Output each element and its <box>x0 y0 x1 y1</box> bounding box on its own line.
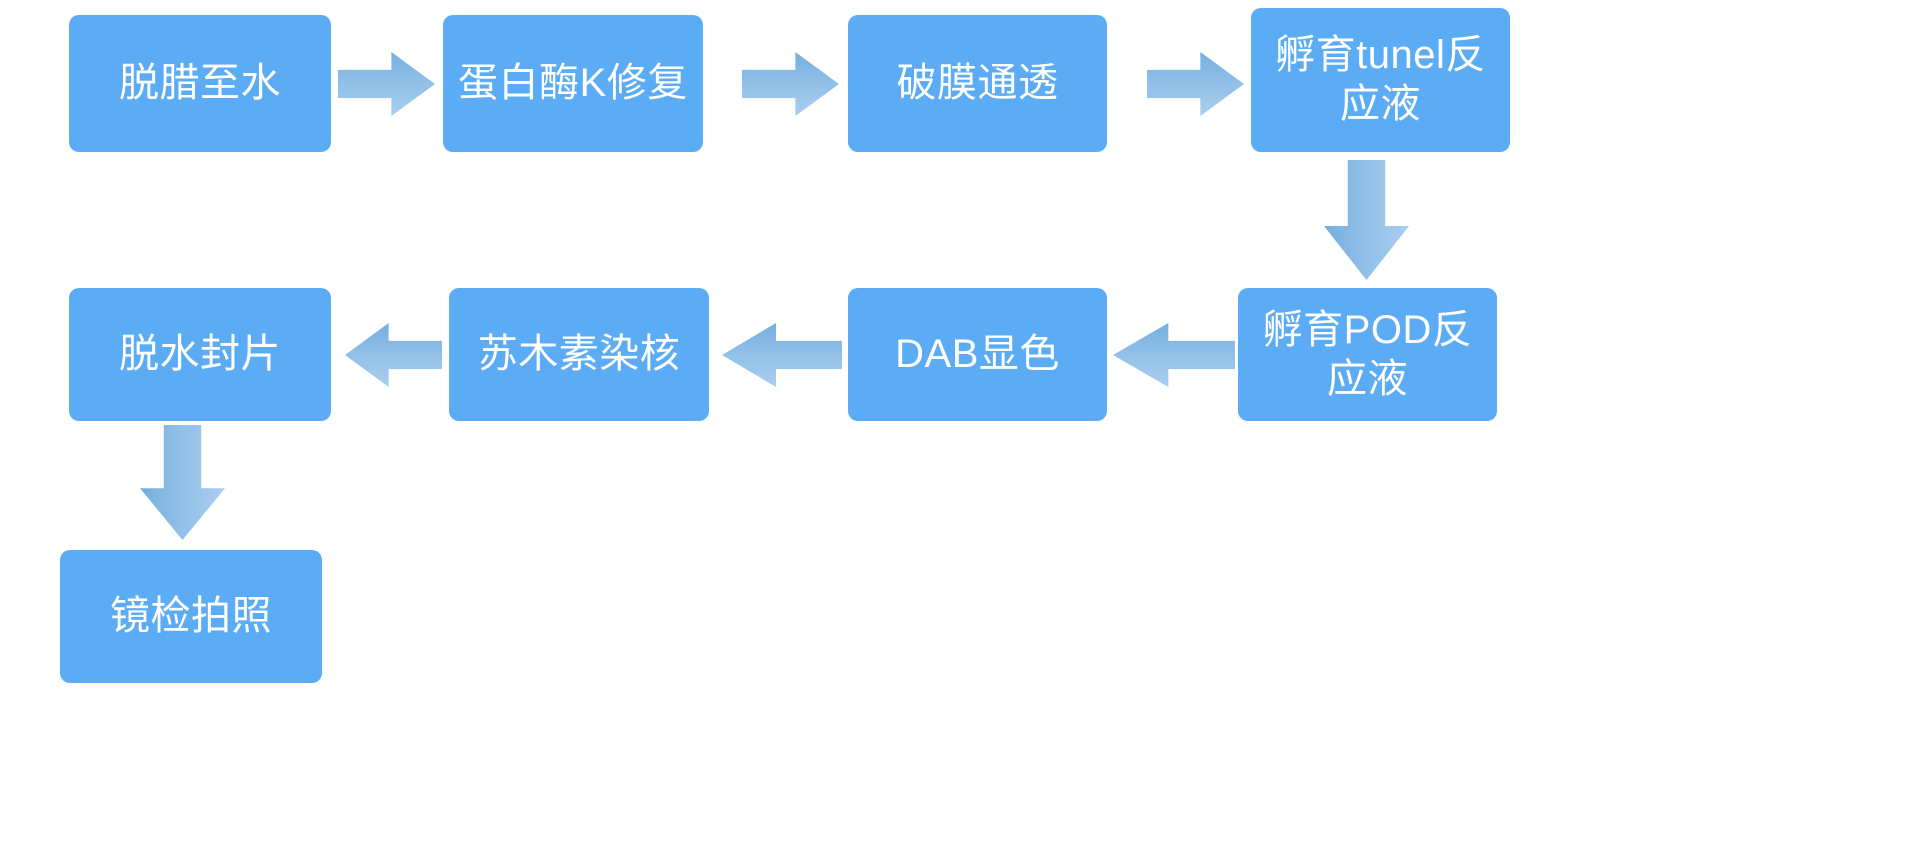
flow-node-fu-yu-tunel-fan-ying-ye[interactable]: 孵育tunel反 应液 <box>1251 8 1510 152</box>
flow-node-label: 镜检拍照 <box>110 594 272 639</box>
flow-node-label: DAB显色 <box>895 332 1060 377</box>
arrow-right-icon-2 <box>742 52 839 116</box>
arrow-right-icon-3 <box>1147 52 1244 116</box>
flow-node-label: 孵育POD反 应液 <box>1262 307 1473 401</box>
flow-node-label: 孵育tunel反 应液 <box>1275 33 1486 126</box>
arrow-left-icon-3 <box>345 323 442 387</box>
flow-node-dan-bai-mei-k-xiu-fu[interactable]: 蛋白酶K修复 <box>443 15 703 152</box>
flow-node-su-mu-su-ran-he[interactable]: 苏木素染核 <box>449 288 709 421</box>
flow-node-label: 苏木素染核 <box>477 332 681 377</box>
arrow-down-icon-1 <box>1324 160 1409 280</box>
flow-node-label: 蛋白酶K修复 <box>458 61 688 106</box>
flow-node-po-mo-tong-tou[interactable]: 破膜通透 <box>848 15 1107 152</box>
arrow-left-icon-2 <box>722 323 842 387</box>
flow-node-dab-xian-se[interactable]: DAB显色 <box>848 288 1107 421</box>
arrow-right-icon-1 <box>338 52 435 116</box>
flow-node-label: 脱腊至水 <box>119 61 281 106</box>
flow-node-fu-yu-pod-fan-ying-ye[interactable]: 孵育POD反 应液 <box>1238 288 1497 421</box>
arrow-down-icon-2 <box>140 425 225 540</box>
arrow-left-icon-1 <box>1113 323 1236 387</box>
flow-node-tuo-la-zhi-shui[interactable]: 脱腊至水 <box>69 15 331 152</box>
flow-node-jing-jian-pai-zhao[interactable]: 镜检拍照 <box>60 550 322 683</box>
flow-node-label: 破膜通透 <box>896 61 1059 106</box>
flow-node-tuo-shui-feng-pian[interactable]: 脱水封片 <box>69 288 331 421</box>
flow-node-label: 脱水封片 <box>119 332 281 377</box>
